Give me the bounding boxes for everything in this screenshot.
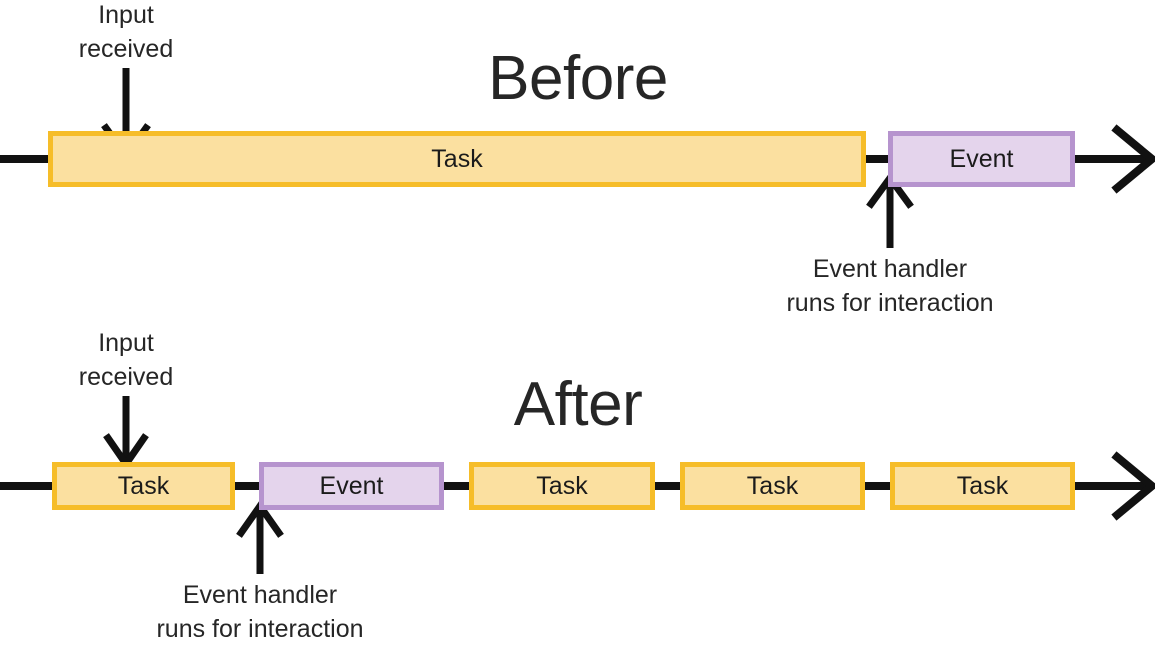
before-timeline-arrowhead: [1111, 124, 1155, 194]
after-task-block-4-label: Task: [956, 471, 1009, 500]
after-task-block-4[interactable]: Task: [890, 462, 1075, 510]
after-handler-callout-line2: runs for interaction: [156, 615, 364, 643]
after-heading: After: [513, 370, 643, 439]
after-input-callout-line1: Input: [98, 329, 154, 357]
before-task-block-label: Task: [431, 144, 483, 173]
after-task-block-1[interactable]: Task: [52, 462, 235, 510]
after-event-block[interactable]: Event: [259, 462, 444, 510]
before-handler-callout: Event handler runs for interaction: [786, 252, 993, 320]
after-event-block-label: Event: [319, 471, 384, 500]
before-heading: Before: [488, 44, 668, 113]
after-input-callout: Input received: [79, 326, 174, 394]
before-input-callout: Input received: [79, 0, 174, 66]
before-input-callout-line2: received: [78, 35, 174, 63]
after-timeline-arrowhead: [1111, 451, 1155, 521]
after-handler-callout: Event handler runs for interaction: [156, 578, 363, 646]
before-event-block[interactable]: Event: [888, 131, 1075, 187]
after-handler-callout-line1: Event handler: [182, 581, 338, 609]
after-task-block-2-label: Task: [536, 471, 588, 500]
before-task-block[interactable]: Task: [48, 131, 866, 187]
before-input-callout-line1: Input: [98, 1, 154, 29]
after-task-block-3-label: Task: [746, 471, 799, 500]
before-handler-callout-line1: Event handler: [812, 255, 968, 283]
after-input-callout-line2: received: [78, 363, 174, 391]
after-task-block-1-label: Task: [117, 471, 170, 500]
after-task-block-3[interactable]: Task: [680, 462, 865, 510]
before-handler-callout-line2: runs for interaction: [786, 289, 994, 317]
before-event-block-label: Event: [949, 144, 1014, 173]
after-task-block-2[interactable]: Task: [469, 462, 655, 510]
